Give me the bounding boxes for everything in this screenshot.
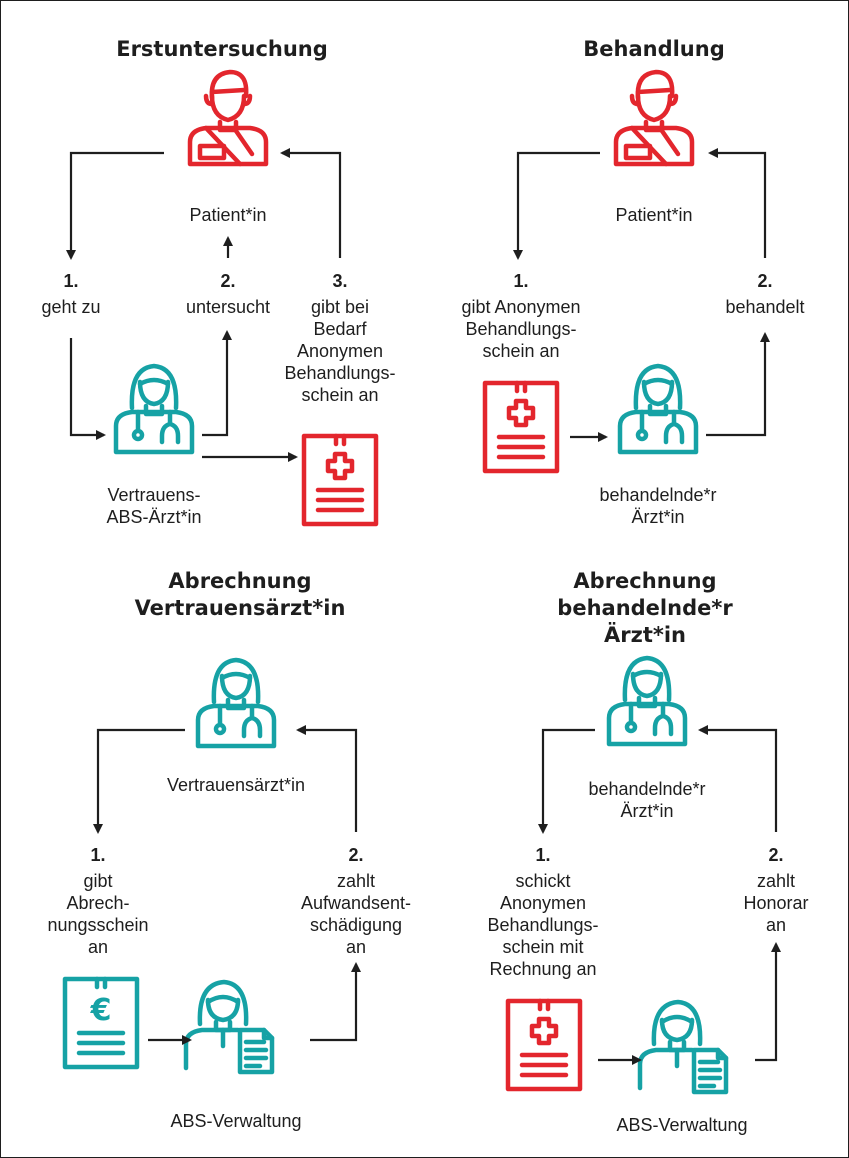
treatment-voucher-icon [508,1001,580,1089]
doctor-label: Vertrauens- ABS-Ärzt*in [106,485,202,527]
treatment-voucher-icon [485,383,557,471]
step-number: 1. [63,271,79,291]
admin-label: ABS-Verwaltung [616,1115,748,1135]
admin-label: ABS-Verwaltung [170,1111,302,1131]
doctor-icon [620,366,696,452]
arrow-1-to-step [538,728,595,834]
doctor-label: behandelnde*r Ärzt*in [599,485,717,527]
step-text: gibt Abrech- nungsschein an [47,871,149,957]
step-text: zahlt Aufwandsent- schädigung an [300,871,412,957]
administrator-icon [640,1002,726,1092]
patient-label: Patient*in [189,205,267,225]
treatment-voucher-icon [304,436,376,524]
step-text: gibt Anonymen Behandlungs- schein an [461,297,581,361]
panel-title: Abrechnung Vertrauensärzt*in [134,569,346,620]
step-number: 2. [768,845,784,865]
patient-icon [616,72,692,164]
step-number: 2. [757,271,773,291]
arrow-2-to-doctor [698,725,778,832]
arrow-2-from-doctor [202,330,232,437]
step-number: 2. [348,845,364,865]
step-number: 1. [535,845,551,865]
doctor-icon [609,658,685,744]
step-number: 2. [220,271,236,291]
arrow-2-from-admin [755,942,781,1062]
panel-title: Abrechnung behandelnde*r Ärzt*in [557,569,733,647]
arrow-1-to-doctor [69,338,106,440]
billing-voucher-euro-icon [65,979,137,1067]
step-text: behandelt [725,297,805,317]
panel-title: Behandlung [583,37,725,61]
doctor-label: behandelnde*r Ärzt*in [588,779,706,821]
arrow-2-to-doctor [296,725,358,832]
step-number: 3. [332,271,348,291]
arrow-2-from-admin [310,962,361,1042]
step-number: 1. [513,271,529,291]
step-text: zahlt Honorar an [743,871,809,935]
step-text: gibt bei Bedarf Anonymen Behandlungs- sc… [284,297,396,405]
step-text: untersucht [185,297,271,317]
step-text: schickt Anonymen Behandlungs- schein mit… [487,871,599,979]
doctor-label: Vertrauensärzt*in [166,775,306,795]
step-number: 1. [90,845,106,865]
panel-title: Erstuntersuchung [116,37,328,61]
arrow-3-to-patient [280,148,342,258]
arrow-1-to-step [513,151,600,260]
step-text: geht zu [41,297,101,317]
arrow-2-from-doctor [706,332,770,437]
doctor-icon [198,660,274,746]
arrow-1-to-step [93,728,185,834]
arrow-1-to-step [66,151,164,260]
patient-label: Patient*in [615,205,693,225]
doctor-icon [116,366,192,452]
administrator-icon [186,982,272,1072]
patient-icon [190,72,266,164]
arrow-2-to-patient [708,148,767,258]
